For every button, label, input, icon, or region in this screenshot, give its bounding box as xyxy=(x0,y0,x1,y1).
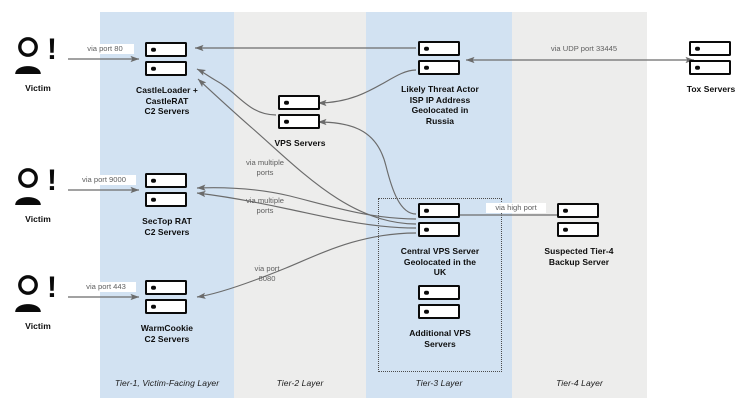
server-stack-icon xyxy=(418,41,462,81)
node-additional-vps[interactable]: Additional VPS Servers xyxy=(385,285,495,349)
victim-person-alert-icon: ! xyxy=(11,164,65,211)
server-unit-bottom xyxy=(278,114,320,129)
server-unit-top xyxy=(278,95,320,110)
node-castleloader-c2[interactable]: CastleLoader + CastleRAT C2 Servers xyxy=(110,42,224,117)
server-stack-icon xyxy=(418,203,462,243)
node-label: Central VPS Server Geolocated in the UK xyxy=(400,246,480,277)
tier-label-tier-2: Tier-2 Layer xyxy=(276,378,324,388)
server-led-icon xyxy=(284,119,289,124)
server-stack-icon xyxy=(689,41,733,81)
victim-person-alert-icon: ! xyxy=(11,271,65,318)
person-glyph xyxy=(15,37,41,74)
edge-label-via-multiple-ports-1: via multiple ports xyxy=(246,158,284,177)
server-unit-bottom xyxy=(418,222,460,237)
server-unit-bottom xyxy=(145,192,187,207)
server-led-icon xyxy=(151,197,156,202)
server-unit-top xyxy=(145,42,187,57)
server-unit-bottom xyxy=(418,60,460,75)
server-stack-icon xyxy=(418,285,462,325)
edge-label-via-port-443: via port 443 xyxy=(76,282,136,292)
server-led-icon xyxy=(563,208,568,213)
server-led-icon xyxy=(424,290,429,295)
alert-exclamation-icon: ! xyxy=(47,164,57,197)
victim-label: Victim xyxy=(25,321,51,331)
server-led-icon xyxy=(151,178,156,183)
server-led-icon xyxy=(424,65,429,70)
server-unit-top xyxy=(145,280,187,295)
server-stack-icon xyxy=(145,280,189,320)
node-victim-2[interactable]: ! Victim xyxy=(0,164,76,225)
edge-label-via-port-9000: via port 9000 xyxy=(72,175,136,185)
tier-label-tier-4: Tier-4 Layer xyxy=(556,378,603,388)
server-led-icon xyxy=(151,66,156,71)
victim-label: Victim xyxy=(25,214,51,224)
node-sectop-c2[interactable]: SecTop RAT C2 Servers xyxy=(110,173,224,237)
alert-exclamation-icon: ! xyxy=(47,33,57,66)
server-led-icon xyxy=(424,208,429,213)
server-led-icon xyxy=(563,227,568,232)
alert-exclamation-icon: ! xyxy=(47,271,57,304)
server-led-icon xyxy=(151,285,156,290)
victim-person-alert-icon: ! xyxy=(11,33,65,80)
server-stack-icon xyxy=(145,173,189,213)
node-label: Suspected Tier-4 Backup Server xyxy=(544,246,614,267)
server-unit-top xyxy=(145,173,187,188)
victim-label: Victim xyxy=(25,83,51,93)
node-warmcookie-c2[interactable]: WarmCookie C2 Servers xyxy=(110,280,224,344)
server-unit-top xyxy=(557,203,599,218)
node-victim-3[interactable]: ! Victim xyxy=(0,271,76,332)
server-led-icon xyxy=(284,100,289,105)
node-tier4-backup[interactable]: Suspected Tier-4 Backup Server xyxy=(524,203,634,267)
node-threat-actor[interactable]: Likely Threat Actor ISP IP Address Geolo… xyxy=(385,41,495,126)
server-stack-icon xyxy=(557,203,601,243)
node-label: Tox Servers xyxy=(686,84,736,94)
server-unit-bottom xyxy=(557,222,599,237)
node-label: VPS Servers xyxy=(274,138,326,148)
node-central-vps[interactable]: Central VPS Server Geolocated in the UK xyxy=(385,203,495,278)
server-unit-bottom xyxy=(145,299,187,314)
server-led-icon xyxy=(424,227,429,232)
node-label: WarmCookie C2 Servers xyxy=(140,323,194,344)
edge-label-via-multiple-ports-2: via multiple ports xyxy=(246,196,284,215)
server-unit-bottom xyxy=(689,60,731,75)
server-led-icon xyxy=(151,47,156,52)
edge-label-via-udp-33445: via UDP port 33445 xyxy=(550,44,618,53)
node-tox-servers[interactable]: Tox Servers xyxy=(672,41,750,95)
server-led-icon xyxy=(695,65,700,70)
edge-label-via-port-80: via port 80 xyxy=(76,44,134,54)
server-led-icon xyxy=(695,46,700,51)
server-led-icon xyxy=(151,304,156,309)
server-led-icon xyxy=(424,46,429,51)
node-victim-1[interactable]: ! Victim xyxy=(0,33,76,94)
node-label: SecTop RAT C2 Servers xyxy=(142,216,192,237)
server-unit-top xyxy=(418,203,460,218)
node-vps-servers[interactable]: VPS Servers xyxy=(244,95,356,149)
person-glyph xyxy=(15,275,41,312)
server-unit-top xyxy=(418,285,460,300)
server-unit-bottom xyxy=(145,61,187,76)
server-unit-bottom xyxy=(418,304,460,319)
person-glyph xyxy=(15,168,41,205)
node-label: CastleLoader + CastleRAT C2 Servers xyxy=(136,85,198,116)
tier-label-tier-1: Tier-1, Victim-Facing Layer xyxy=(114,378,220,388)
server-unit-top xyxy=(418,41,460,56)
server-unit-top xyxy=(689,41,731,56)
edge-label-via-port-8080: via port 8080 xyxy=(254,264,280,283)
server-led-icon xyxy=(424,309,429,314)
server-stack-icon xyxy=(145,42,189,82)
node-label: Additional VPS Servers xyxy=(409,328,471,349)
edge-label-via-high-port: via high port xyxy=(486,203,546,213)
node-label: Likely Threat Actor ISP IP Address Geolo… xyxy=(401,84,479,126)
tier-label-tier-3: Tier-3 Layer xyxy=(415,378,463,388)
server-stack-icon xyxy=(278,95,322,135)
